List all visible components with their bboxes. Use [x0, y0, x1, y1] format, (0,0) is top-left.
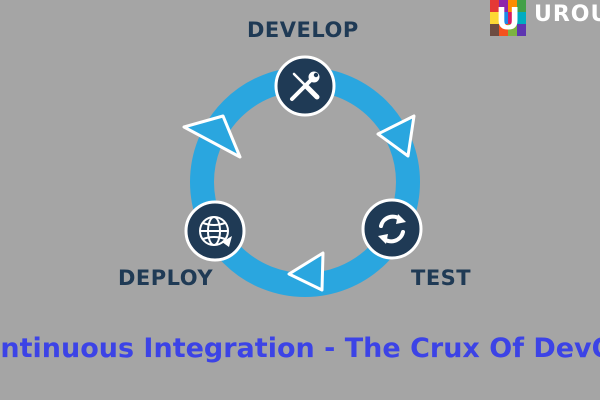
develop-node — [274, 55, 336, 117]
stage-label-develop: DEVELOP — [247, 18, 359, 42]
tools-icon — [290, 71, 320, 101]
logo-letter: U — [496, 2, 520, 36]
caption-banner: Continuous Integration - The Crux Of Dev… — [0, 333, 600, 364]
arrow-develop-to-test — [376, 114, 416, 158]
refresh-icon — [378, 214, 406, 244]
logo-mark: U — [490, 0, 526, 36]
globe-icon — [199, 216, 232, 247]
arrow-test-to-deploy — [287, 251, 325, 292]
caption-text: Continuous Integration - The Crux Of Dev… — [0, 333, 600, 364]
brand-logo: U UROU — [488, 0, 600, 40]
deploy-node — [184, 200, 246, 262]
logo-text: UROU — [534, 2, 600, 27]
arrow-deploy-to-develop — [182, 114, 242, 159]
stage-label-deploy: DEPLOY — [118, 266, 214, 290]
test-node — [361, 198, 423, 260]
stage-label-test: TEST — [411, 266, 472, 290]
